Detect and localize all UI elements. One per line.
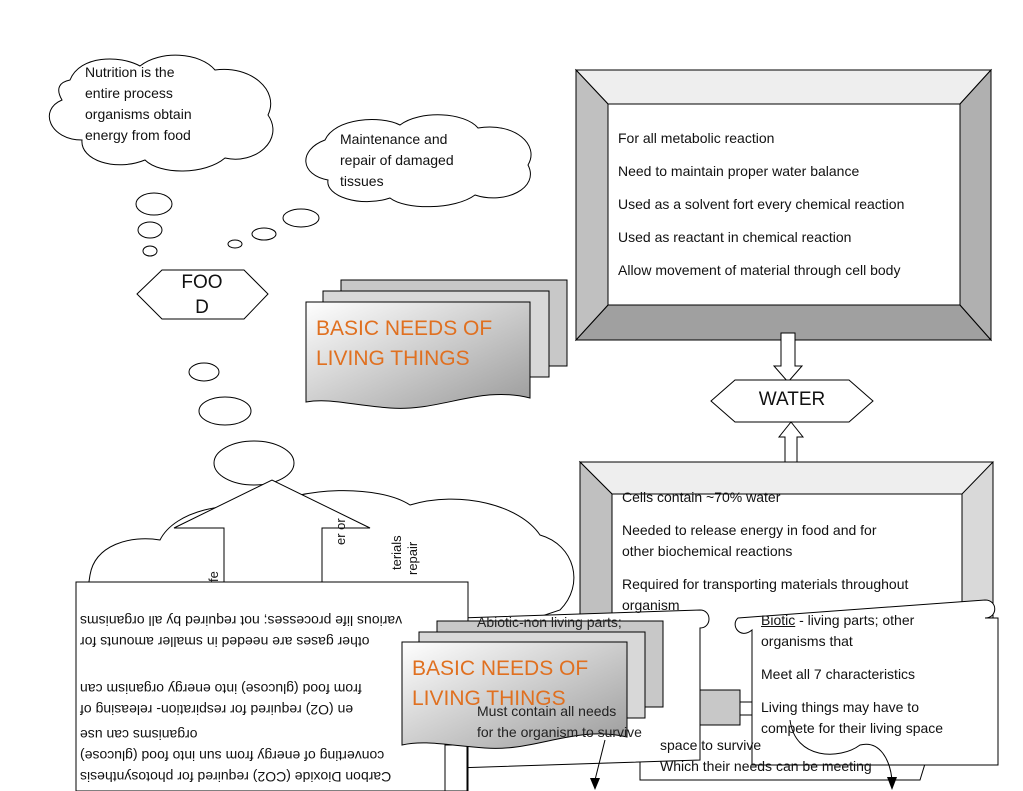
bubble bbox=[188, 362, 220, 382]
biotic-line: - living parts; other bbox=[795, 612, 915, 628]
nutrition-line: Nutrition is the bbox=[85, 64, 175, 80]
water-item: Needed to release energy in food and for bbox=[622, 522, 877, 538]
flipped-line: Carbon Dioxide (CO2) required for photos… bbox=[80, 769, 392, 785]
bubble bbox=[213, 440, 295, 486]
maintenance-text: Maintenance and repair of damaged tissue… bbox=[340, 129, 454, 192]
water-item: For all metabolic reaction bbox=[618, 130, 775, 146]
food-label: FOO D bbox=[162, 270, 242, 320]
abiotic-text: Abiotic-non living parts; Must contain a… bbox=[477, 612, 642, 743]
abiotic-line: Abiotic-non living parts; bbox=[477, 614, 622, 630]
arrow-curve-2 bbox=[789, 719, 893, 781]
bubble bbox=[142, 245, 158, 257]
page-front bbox=[305, 301, 531, 409]
biotic-line: organisms that bbox=[761, 633, 853, 649]
page-front-2 bbox=[401, 641, 628, 749]
water-item: Required for transporting materials thro… bbox=[622, 576, 909, 592]
cloud-fragment: er or bbox=[333, 518, 348, 545]
biotic-term: Biotic bbox=[761, 612, 796, 628]
biotic-text: Biotic - living parts; other organisms t… bbox=[761, 610, 943, 739]
bubble bbox=[282, 208, 320, 228]
nutrition-line: energy from food bbox=[85, 127, 191, 143]
bubble bbox=[137, 221, 163, 239]
bubble bbox=[227, 239, 243, 249]
cloud-fragment: repair bbox=[405, 541, 420, 575]
maintenance-line: Maintenance and bbox=[340, 131, 448, 147]
water-item: Cells contain ~70% water bbox=[622, 489, 781, 505]
biotic-line: compete for their living space bbox=[761, 720, 944, 736]
flipped-line: various life processes; not required by … bbox=[80, 613, 403, 629]
arrow-curve bbox=[594, 739, 606, 781]
up-arrow bbox=[173, 479, 371, 596]
water-item: other biochemical reactions bbox=[622, 543, 793, 559]
water-item: Allow movement of material through cell … bbox=[618, 262, 901, 278]
title-line: BASIC NEEDS OF bbox=[316, 317, 493, 340]
food-label-line: FOO bbox=[181, 272, 223, 293]
title-line: LIVING THINGS bbox=[316, 347, 470, 370]
flipped-line: en (O2) required for respiration- releas… bbox=[80, 702, 354, 718]
biotic-line: Meet all 7 characteristics bbox=[761, 666, 916, 682]
nutrition-line: organisms obtain bbox=[85, 106, 192, 122]
down-arrow bbox=[772, 332, 804, 383]
water-list-2: Cells contain ~70% water Needed to relea… bbox=[622, 487, 908, 616]
bubble bbox=[135, 192, 173, 216]
title-line: LIVING THINGS bbox=[412, 687, 566, 710]
water-item: Need to maintain proper water balance bbox=[618, 163, 860, 179]
oval-line: Which their needs can be meeting bbox=[660, 758, 872, 774]
water-item: organism bbox=[622, 597, 680, 613]
cloud-fragment: fe bbox=[206, 571, 221, 582]
title-line: BASIC NEEDS OF bbox=[412, 657, 589, 680]
flipped-line: other gases are needed in smaller amount… bbox=[80, 634, 370, 650]
biotic-scroll bbox=[734, 599, 999, 766]
title-top: BASIC NEEDS OF LIVING THINGS bbox=[316, 314, 492, 374]
maintenance-line: repair of damaged bbox=[340, 152, 454, 168]
up-arrow-small bbox=[777, 421, 805, 466]
nutrition-cloud bbox=[48, 54, 274, 172]
bubble bbox=[198, 396, 252, 426]
nutrition-line: entire process bbox=[85, 85, 173, 101]
abiotic-line: for the organism to survive bbox=[477, 724, 642, 740]
maintenance-line: tissues bbox=[340, 173, 384, 189]
abiotic-line: Must contain all needs bbox=[477, 703, 617, 719]
food-hexagon bbox=[136, 269, 269, 320]
water-item: Used as a solvent fort every chemical re… bbox=[618, 196, 905, 212]
flipped-line: from food (glucose) into energy organism… bbox=[80, 681, 362, 697]
flipped-text: Carbon Dioxide (CO2) required for photos… bbox=[80, 592, 465, 787]
flipped-line: organisms can use bbox=[80, 727, 198, 743]
food-label-line: D bbox=[195, 297, 209, 318]
biotic-line: Living things may have to bbox=[761, 699, 919, 715]
maintenance-cloud bbox=[305, 114, 532, 208]
bottom-oval-text: space to survive Which their needs can b… bbox=[660, 735, 872, 777]
bubble bbox=[251, 227, 277, 241]
title-bottom: BASIC NEEDS OF LIVING THINGS bbox=[412, 654, 588, 714]
water-list: For all metabolic reaction Need to maint… bbox=[618, 128, 904, 281]
flipped-line: converting of energy from sun into food … bbox=[80, 748, 385, 764]
water-label: WATER bbox=[758, 389, 826, 410]
water-item: Used as reactant in chemical reaction bbox=[618, 229, 852, 245]
water-hexagon bbox=[710, 379, 874, 423]
oval-line: space to survive bbox=[660, 737, 762, 753]
nutrition-text: Nutrition is the entire process organism… bbox=[85, 62, 192, 146]
